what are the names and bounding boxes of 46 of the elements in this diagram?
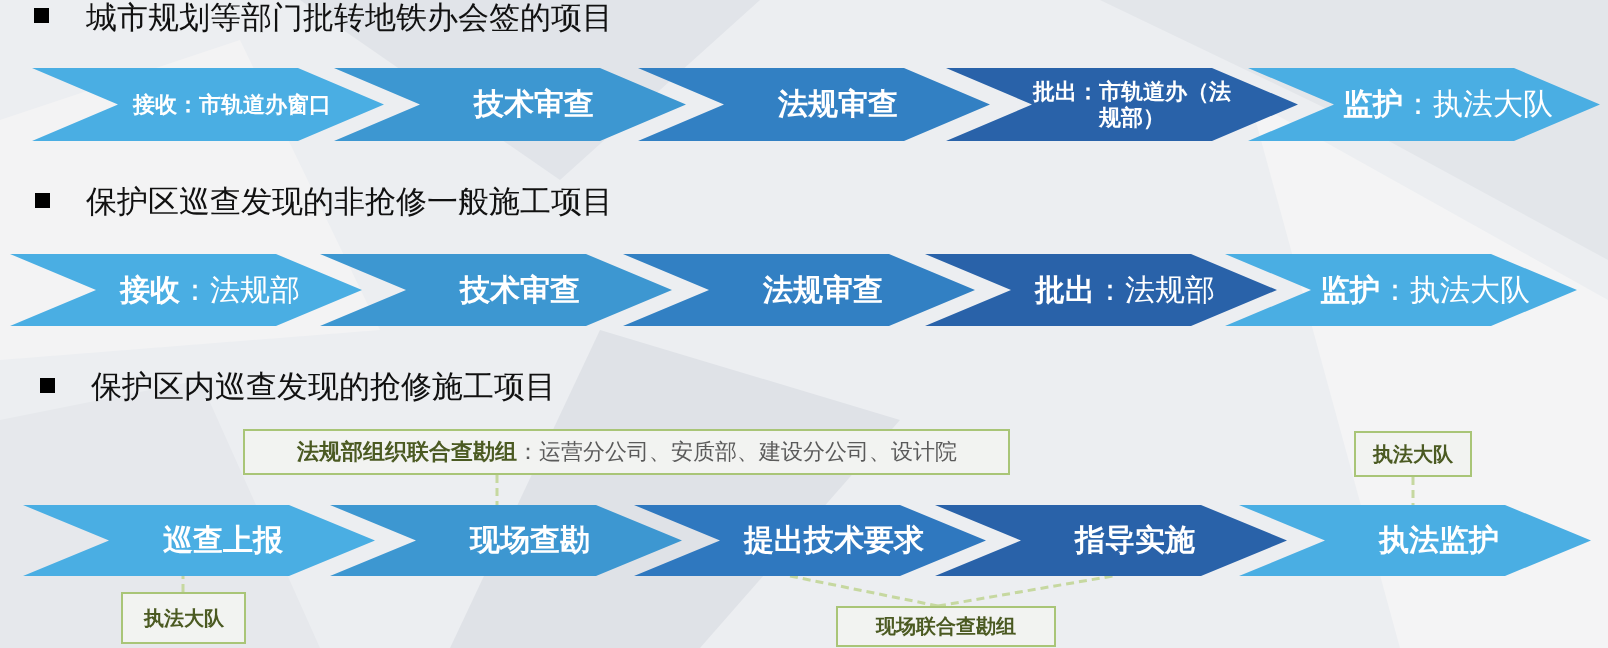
step-label: 监护：执法大队 [1342, 87, 1553, 122]
chevron-step [925, 254, 1277, 326]
callout-text: 现场联合查勘组 [876, 615, 1016, 638]
step-label: 监护：执法大队 [1319, 272, 1530, 308]
step-label: 法规审查 [777, 87, 898, 122]
callout-text: 法规部组织联合查勘组：运营分公司、安质部、建设分公司、设计院 [296, 439, 957, 465]
chevron-step [946, 68, 1298, 141]
step-label: 现场查勘 [469, 523, 590, 558]
chevron-step [1248, 68, 1600, 141]
step-label: 执法监护 [1378, 523, 1499, 558]
chevron-step [1225, 254, 1577, 326]
leader-line [1411, 477, 1415, 505]
chevron-step [638, 68, 990, 141]
chevron-step [330, 505, 682, 576]
step-label: 技术审查 [473, 87, 594, 122]
step-label: 批出：市轨道办（法规部） [1032, 79, 1232, 130]
callout-box [1354, 431, 1472, 477]
step-label: 接收：法规部 [119, 272, 300, 308]
step-label: 指导实施 [1074, 523, 1195, 558]
step-label: 法规审查 [762, 272, 883, 308]
callout-box [836, 606, 1056, 647]
leader-line [789, 574, 939, 608]
callout-text: 执法大队 [1373, 442, 1453, 466]
step-label: 批出：法规部 [1034, 272, 1215, 308]
section-heading: 城市规划等部门批转地铁办会签的项目 [86, 0, 613, 35]
callout-text: 执法大队 [143, 606, 224, 630]
leader-line [937, 574, 1114, 608]
step-label: 技术审查 [459, 272, 580, 308]
chevron-step [334, 68, 686, 141]
callout-box [243, 429, 1010, 475]
chevron-step [623, 254, 975, 326]
chevron-step [320, 254, 672, 326]
leader-line [181, 576, 185, 592]
chevron-step [1239, 505, 1591, 576]
chevron-step [32, 68, 384, 141]
leader-line [495, 475, 499, 505]
chevron-step [10, 254, 362, 326]
callout-box [121, 592, 246, 644]
section-heading: 保护区巡查发现的非抢修一般施工项目 [86, 184, 613, 219]
chevron-step [935, 505, 1287, 576]
chevron-step [634, 505, 986, 576]
section-heading: 保护区内巡查发现的抢修施工项目 [91, 369, 556, 404]
step-label: 巡查上报 [162, 523, 283, 558]
step-label: 提出技术要求 [743, 523, 924, 558]
step-label: 接收：市轨道办窗口 [132, 91, 331, 118]
chevron-step [23, 505, 375, 576]
